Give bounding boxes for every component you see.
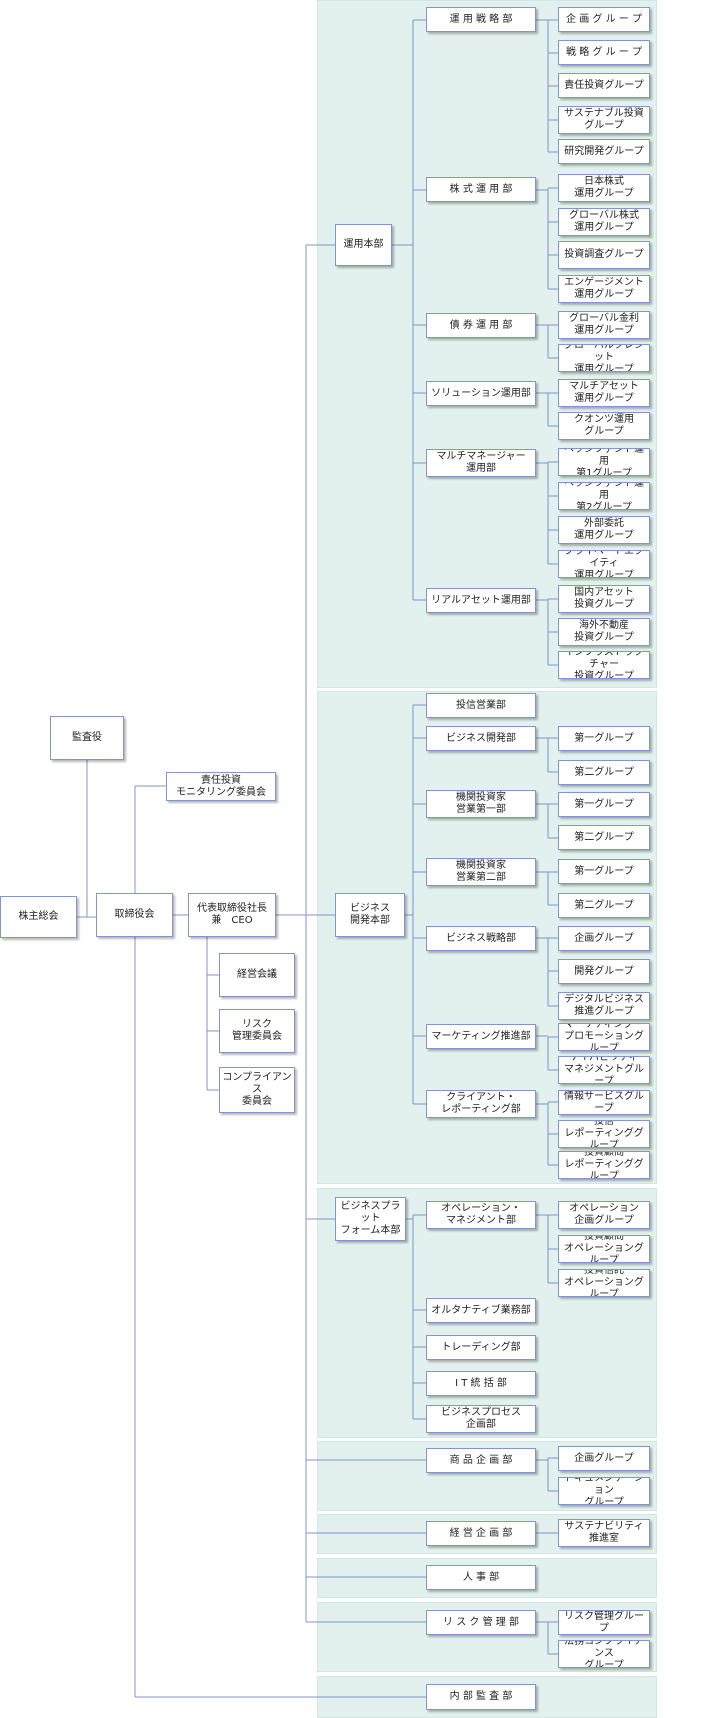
dept-real-asset: リアルアセット運用部 [426,588,536,613]
group-capability-management: ケイパビリティ マネジメントグループ [558,1056,650,1084]
group-japan-equity: 日本株式 運用グループ [558,174,650,202]
dept-solution: ソリューション運用部 [426,381,536,406]
auditor-box: 監査役 [50,716,124,760]
group-infrastructure: インフラストラクチャー 投資グループ [558,651,650,679]
dept-hr: 人 事 部 [426,1565,536,1590]
group-planning: 企 画 グ ル ー プ [558,7,650,32]
internal-audit-box: 内 部 監 査 部 [426,1684,536,1710]
compliance-committee-box: コンプライアンス 委員会 [219,1067,295,1113]
business-dev-hq-box: ビジネス 開発本部 [335,893,405,937]
dept-product-planning: 商 品 企 画 部 [426,1448,536,1473]
responsible-investment-committee-box: 責任投資 モニタリング委員会 [166,772,276,801]
dept-business-strategy: ビジネス戦略部 [426,926,536,951]
group-quants: クオンツ運用 グループ [558,412,650,440]
group-bd-first: 第一グループ [558,726,650,751]
group-is2-second: 第二グループ [558,893,650,918]
group-strategy: 戦 略 グ ル ー プ [558,40,650,65]
group-research: 研究開発グループ [558,139,650,164]
group-product-planning: 企画グループ [558,1446,650,1471]
ceo-box: 代表取締役社長 兼 CEO [188,893,276,937]
dept-fund-sales: 投信営業部 [426,693,536,718]
group-is1-first: 第一グループ [558,792,650,817]
group-advisory-operations: 投資顧問 オペレーショングループ [558,1235,650,1263]
dept-institutional-sales-2: 機関投資家 営業第二部 [426,858,536,886]
group-fund-reporting: 投信 レポーティンググループ [558,1120,650,1148]
risk-committee-box: リスク 管理委員会 [219,1009,295,1053]
group-digital-business: デジタルビジネス 推進グループ [558,992,650,1020]
group-trust-operations: 投資信託 オペレーショングループ [558,1269,650,1297]
dept-corporate-planning: 経 営 企 画 部 [426,1521,536,1546]
group-investment-research: 投資調査グループ [558,241,650,269]
dept-institutional-sales-1: 機関投資家 営業第一部 [426,790,536,818]
group-information-services: 情報サービスグループ [558,1090,650,1115]
dept-trading: トレーディング部 [426,1335,536,1360]
group-bs-development: 開発グループ [558,959,650,984]
group-sustainable-investment: サステナブル投資 グループ [558,106,650,134]
group-bs-planning: 企画グループ [558,926,650,951]
dept-client-reporting: クライアント・ レポーティング部 [426,1090,536,1118]
group-sustainability: サステナビリティ 推進室 [558,1519,650,1547]
group-legal-compliance: 法務コンプライアンス グループ [558,1640,650,1668]
dept-business-development: ビジネス開発部 [426,726,536,751]
group-engagement: エンゲージメント 運用グループ [558,275,650,303]
dept-multi-manager: マルチマネージャー 運用部 [426,449,536,477]
group-global-equity: グローバル株式 運用グループ [558,208,650,236]
platform-hq-box: ビジネスプラット フォーム本部 [335,1197,406,1241]
group-bd-second: 第二グループ [558,760,650,785]
group-global-rates: グローバル金利 運用グループ [558,311,650,339]
dept-investment-strategy: 運 用 戦 略 部 [426,7,536,32]
dept-alternative-operations: オルタナティブ業務部 [426,1298,536,1323]
group-hedge-fund-1: ヘッジファンド運用 第1グループ [558,448,650,476]
dept-it: I T 統 括 部 [426,1371,536,1396]
group-marketing-promotion: マーケティング・ プロモーショングループ [558,1023,650,1051]
dept-operations-management: オペレーション・ マネジメント部 [426,1201,536,1229]
group-operations-planning: オペレーション 企画グループ [558,1201,650,1229]
dept-equity: 株 式 運 用 部 [426,177,536,202]
dept-business-process: ビジネスプロセス 企画部 [426,1405,536,1433]
group-overseas-real-estate: 海外不動産 投資グループ [558,618,650,646]
group-domestic-asset: 国内アセット 投資グループ [558,585,650,613]
group-multi-asset: マルチアセット 運用グループ [558,379,650,407]
group-responsible-investment: 責任投資グループ [558,73,650,98]
group-is2-first: 第一グループ [558,859,650,884]
group-hedge-fund-2: ヘッジファンド運用 第2グループ [558,482,650,510]
group-risk-management: リスク管理グループ [558,1610,650,1635]
investment-hq-box: 運用本部 [335,224,392,266]
dept-marketing: マーケティング推進部 [426,1024,536,1049]
group-private-equity: プライベートエクイティ 運用グループ [558,550,650,578]
group-is1-second: 第二グループ [558,825,650,850]
group-external-manager: 外部委託 運用グループ [558,516,650,544]
group-global-credit: グローバルクレジット 運用グループ [558,344,650,372]
board-box: 取締役会 [96,893,173,937]
shareholders-box: 株主総会 [0,896,77,938]
dept-fixed-income: 債 券 運 用 部 [426,313,536,338]
dept-risk-management: リ ス ク 管 理 部 [426,1610,536,1635]
group-documentation: ドキュメンテーション グループ [558,1477,650,1505]
management-meeting-box: 経営会議 [219,953,295,997]
group-advisory-reporting: 投資顧問 レポーティンググループ [558,1151,650,1179]
